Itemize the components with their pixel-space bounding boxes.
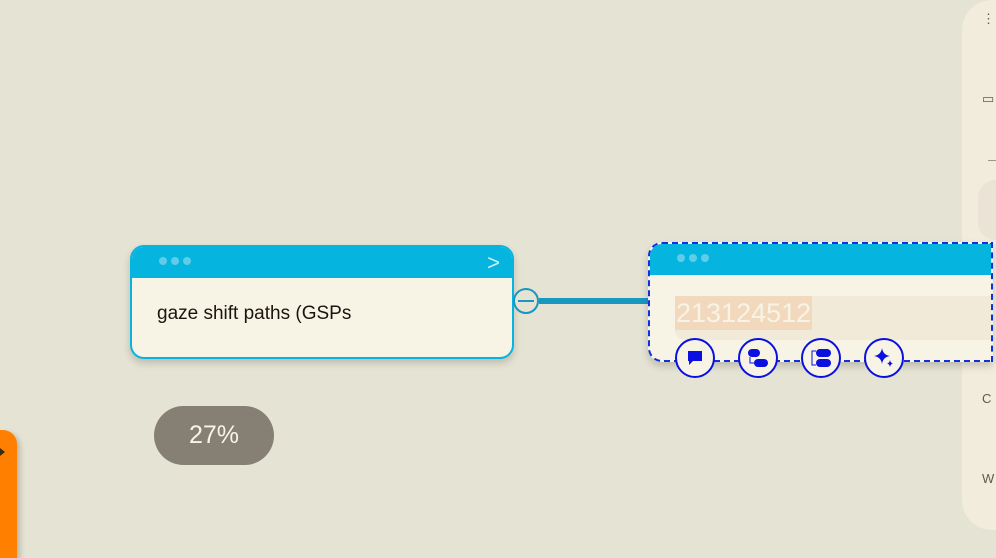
connection-line bbox=[539, 298, 651, 304]
node-header[interactable]: > bbox=[132, 247, 512, 278]
panel-avatar[interactable] bbox=[978, 180, 996, 240]
ai-assist-button[interactable] bbox=[864, 338, 904, 378]
panel-divider bbox=[988, 160, 996, 161]
node-text[interactable]: gaze shift paths (GSPs bbox=[157, 303, 352, 324]
node-text-input[interactable]: 213124512 bbox=[675, 296, 991, 340]
node-header[interactable] bbox=[650, 244, 991, 275]
panel-icon-c[interactable]: C bbox=[982, 391, 992, 406]
add-comment-button[interactable] bbox=[675, 338, 715, 378]
selected-text[interactable]: 213124512 bbox=[675, 296, 813, 330]
panel-icon-copy[interactable]: ▭ bbox=[982, 91, 995, 106]
collapse-toggle[interactable] bbox=[513, 288, 539, 314]
progress-badge: 27% bbox=[154, 406, 274, 465]
sibling-node-icon bbox=[811, 349, 831, 367]
mindmap-node[interactable]: > gaze shift paths (GSPs bbox=[130, 245, 514, 359]
left-panel-toggle[interactable] bbox=[0, 430, 17, 558]
child-node-icon bbox=[748, 349, 768, 367]
panel-icon-w[interactable]: W bbox=[982, 471, 995, 486]
add-sibling-button[interactable] bbox=[801, 338, 841, 378]
add-child-button[interactable] bbox=[738, 338, 778, 378]
comment-icon bbox=[688, 351, 702, 365]
chevron-right-icon[interactable]: > bbox=[487, 250, 500, 275]
node-menu-icon[interactable] bbox=[159, 257, 191, 265]
node-menu-icon[interactable] bbox=[677, 254, 709, 262]
panel-icon-top[interactable]: ⋮ bbox=[982, 11, 995, 26]
ai-sparkle-icon bbox=[874, 348, 893, 367]
